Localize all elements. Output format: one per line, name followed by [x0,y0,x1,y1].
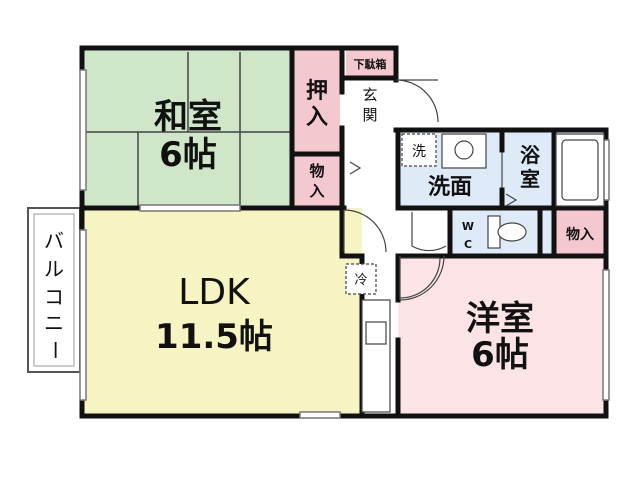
genkan-label-1: 玄 [362,86,377,104]
mono2-label: 物入 [566,226,594,243]
youshitsu-room [398,258,606,414]
kitchen-counter [361,299,391,413]
mono2-closet [556,210,604,256]
bathtub [555,133,605,207]
step-marks [349,161,518,207]
washitsu-size: 6帖 [159,135,217,175]
bath-label-2: 室 [520,167,540,191]
mono1-closet [294,156,340,206]
genkan-label-2: 関 [362,106,377,124]
balcony-inner-line [33,213,75,367]
oshiire-closet [294,50,340,154]
mono1-label-2: 入 [309,182,324,200]
tatami-lines [86,52,290,206]
oshiire-label-1: 押 [306,78,328,104]
washroom-label: 洗面 [428,175,472,200]
ldk-size: 11.5帖 [155,317,273,357]
oshiire-label-2: 入 [306,105,328,130]
balcony [27,207,81,373]
mono1-label-1: 物 [309,162,324,180]
youshitsu-size: 6帖 [471,335,529,375]
walls [79,45,609,419]
youshitsu-name: 洋室 [466,299,534,339]
getabako-shoe-cabinet [346,50,394,78]
toilet [487,215,527,249]
washer-label: 洗 [412,144,426,160]
washbasin [441,133,487,169]
door-swings [343,79,503,301]
bath-label-1: 浴 [520,143,541,167]
balcony-char-2: ル [44,257,64,281]
ldk-room [84,208,362,414]
washer-space [401,133,437,167]
balcony-char-3: コ [44,285,64,309]
washitsu-name: 和室 [154,97,222,137]
fridge-space [345,263,377,295]
balcony-label: バ ル コ ニ ー [43,229,67,360]
balcony-char-5: ー [43,340,67,360]
wc-label-2: C [464,238,472,251]
wc-label-1: W [462,220,474,233]
balcony-char-1: バ [44,229,64,253]
ldk-name: LDK [178,272,251,313]
fridge-label: 冷 [354,273,367,288]
getabako-label: 下駄箱 [354,57,387,71]
windows [79,69,610,419]
balcony-char-4: ニ [44,311,64,335]
